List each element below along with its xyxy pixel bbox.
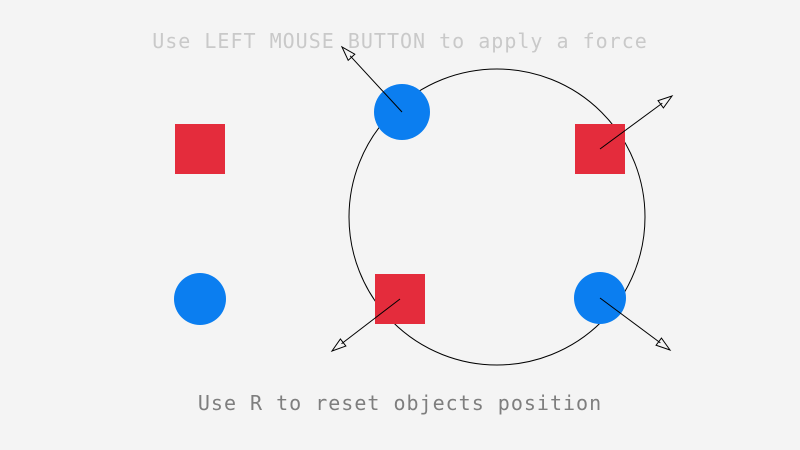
bodies-layer (174, 84, 626, 325)
constraint-circle (348, 68, 646, 366)
circle-body-bottom-left[interactable] (174, 273, 226, 325)
constraint-layer (348, 68, 646, 366)
force-vector-square-body-bottom-center (330, 298, 401, 352)
force-vector-square-body-right (599, 95, 674, 150)
force-vector-circle-body-top (340, 45, 403, 113)
hint-text-bottom: Use R to reset objects position (197, 391, 603, 415)
square-body-left[interactable] (175, 124, 225, 174)
force-vector-circle-body-bottom-right (599, 297, 672, 351)
force-vectors-layer (330, 45, 674, 352)
hint-text-top: Use LEFT MOUSE BUTTON to apply a force (152, 29, 648, 53)
